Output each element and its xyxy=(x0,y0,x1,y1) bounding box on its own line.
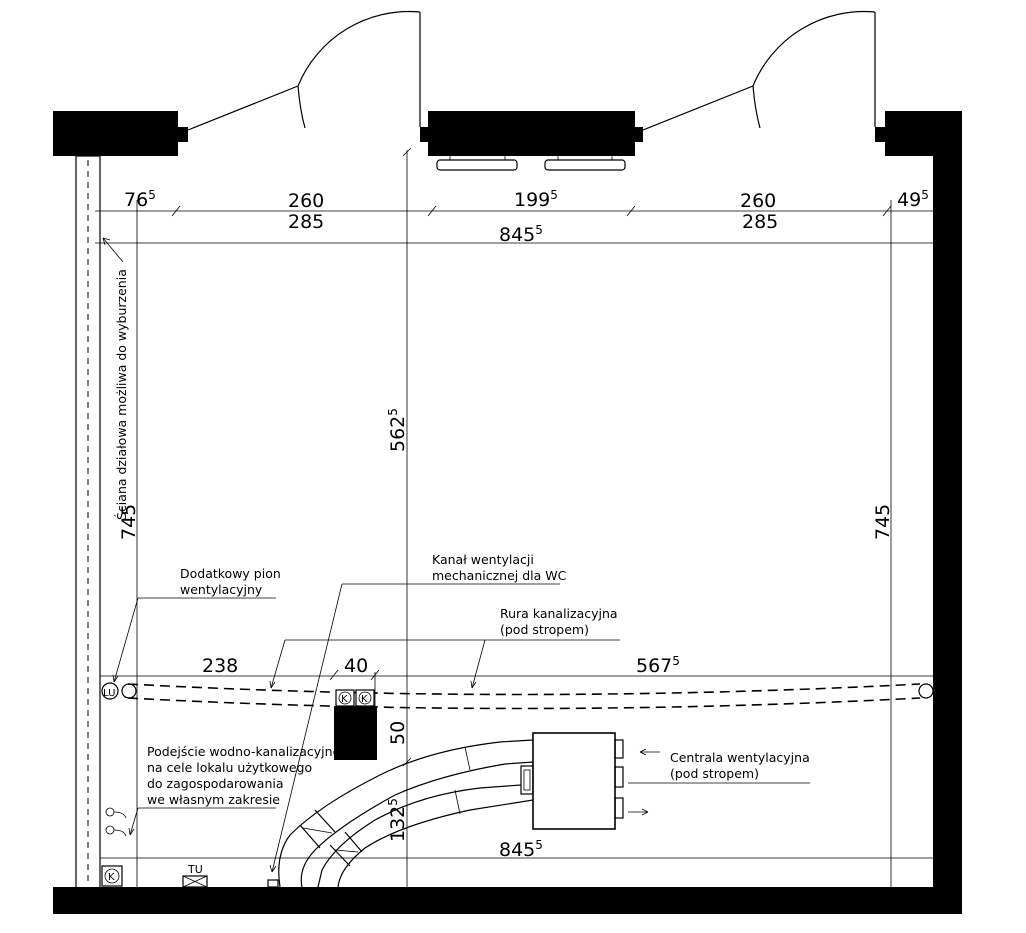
dim-pipe-right-sup: 5 xyxy=(672,654,680,668)
note-partition-wall: Ściana działowa możliwa do wyburzenia xyxy=(114,269,129,520)
note-ahu-l1: Centrala wentylacyjna xyxy=(670,750,810,765)
dimension-texts: 765 260 1995 260 495 285 8455 285 745 74… xyxy=(118,188,929,861)
dimension-lines xyxy=(95,147,935,887)
note-ahu-l2: (pod stropem) xyxy=(670,766,759,781)
riser-k-label-2: K xyxy=(361,694,368,705)
note-plumbing-l1: Podejście wodno-kanalizacyjne xyxy=(147,744,341,759)
svg-text:1995: 1995 xyxy=(514,188,558,211)
dim-pipe-mid: 40 xyxy=(344,655,368,677)
note-extra-riser-l1: Dodatkowy pion xyxy=(180,566,281,581)
riser-block xyxy=(334,706,377,760)
bottom-symbols: K TU xyxy=(101,807,279,888)
pipe-end-left xyxy=(121,683,137,699)
dim-total-width-top: 845 xyxy=(499,224,535,246)
dim-duct-height-sup: 5 xyxy=(386,798,400,806)
partition-wall xyxy=(75,155,101,887)
dim-height-left: 745 xyxy=(118,504,140,540)
dim-height-right: 745 xyxy=(872,504,894,540)
ahu-body xyxy=(532,732,616,830)
dim-height-center-sup: 5 xyxy=(386,408,400,416)
dim-opening-right: 285 xyxy=(742,211,778,233)
dim-seg2: 260 xyxy=(288,190,324,212)
wall-top-middle xyxy=(428,111,635,156)
note-plumbing-l2: na cele lokalu użytkowego xyxy=(147,760,312,775)
radiator-right xyxy=(544,159,626,171)
svg-text:765: 765 xyxy=(124,188,156,211)
tu-label: TU xyxy=(187,863,203,876)
svg-text:5625: 5625 xyxy=(386,408,409,452)
dim-riser-depth: 50 xyxy=(387,721,409,745)
dim-seg3-sup: 5 xyxy=(550,188,558,202)
wall-top-left-jamb xyxy=(178,127,188,142)
annotations: Ściana działowa możliwa do wyburzenia Do… xyxy=(102,237,810,873)
door-left xyxy=(187,10,421,131)
sewer-pipe: LU xyxy=(101,682,934,710)
riser-lu-label: LU xyxy=(103,688,115,699)
ventilation-riser: K K xyxy=(334,689,377,760)
ventilation-ducts xyxy=(278,739,534,888)
door-right xyxy=(642,10,876,131)
dim-duct-height: 132 xyxy=(387,806,409,842)
dim-pipe-right: 567 xyxy=(636,655,672,677)
dim-opening-left: 285 xyxy=(288,211,324,233)
wall-top-middle-jamb-left xyxy=(420,127,428,142)
air-handling-unit xyxy=(520,732,660,830)
radiator-left xyxy=(436,159,518,171)
svg-text:8455: 8455 xyxy=(499,223,543,246)
dim-total-width-bottom: 845 xyxy=(499,839,535,861)
wall-bottom xyxy=(53,887,962,914)
svg-text:495: 495 xyxy=(897,188,929,211)
svg-text:8455: 8455 xyxy=(499,838,543,861)
svg-text:5675: 5675 xyxy=(636,654,680,677)
dim-seg4: 260 xyxy=(740,190,776,212)
dim-seg5: 49 xyxy=(897,189,921,211)
radiators xyxy=(436,156,626,171)
wall-top-right-jamb xyxy=(875,127,885,142)
note-extra-riser-l2: wentylacyjny xyxy=(180,582,263,597)
dim-height-center: 562 xyxy=(387,416,409,452)
dim-pipe-left: 238 xyxy=(202,655,238,677)
dim-total-width-top-sup: 5 xyxy=(535,223,543,237)
note-sewer-l2: (pod stropem) xyxy=(500,622,589,637)
riser-k-label-1: K xyxy=(341,694,348,705)
dim-total-width-bottom-sup: 5 xyxy=(535,838,543,852)
dim-seg1-sup: 5 xyxy=(148,188,156,202)
walls xyxy=(53,111,962,914)
dim-seg3: 199 xyxy=(514,189,550,211)
wall-right xyxy=(933,111,962,914)
note-wc-duct-l1: Kanał wentylacji xyxy=(432,552,534,567)
dim-seg1: 76 xyxy=(124,189,148,211)
bottom-k-label: K xyxy=(108,872,115,883)
note-wc-duct-l2: mechanicznej dla WC xyxy=(432,568,567,583)
wall-top-left xyxy=(53,111,178,156)
note-sewer-l1: Rura kanalizacyjna xyxy=(500,606,618,621)
wall-top-middle-jamb-right xyxy=(635,127,643,142)
dim-seg5-sup: 5 xyxy=(921,188,929,202)
note-plumbing-l4: we własnym zakresie xyxy=(147,792,280,807)
riser-lu-symbol xyxy=(101,682,119,700)
pipe-end-right xyxy=(918,683,934,699)
note-plumbing-l3: do zagospodarowania xyxy=(147,776,284,791)
